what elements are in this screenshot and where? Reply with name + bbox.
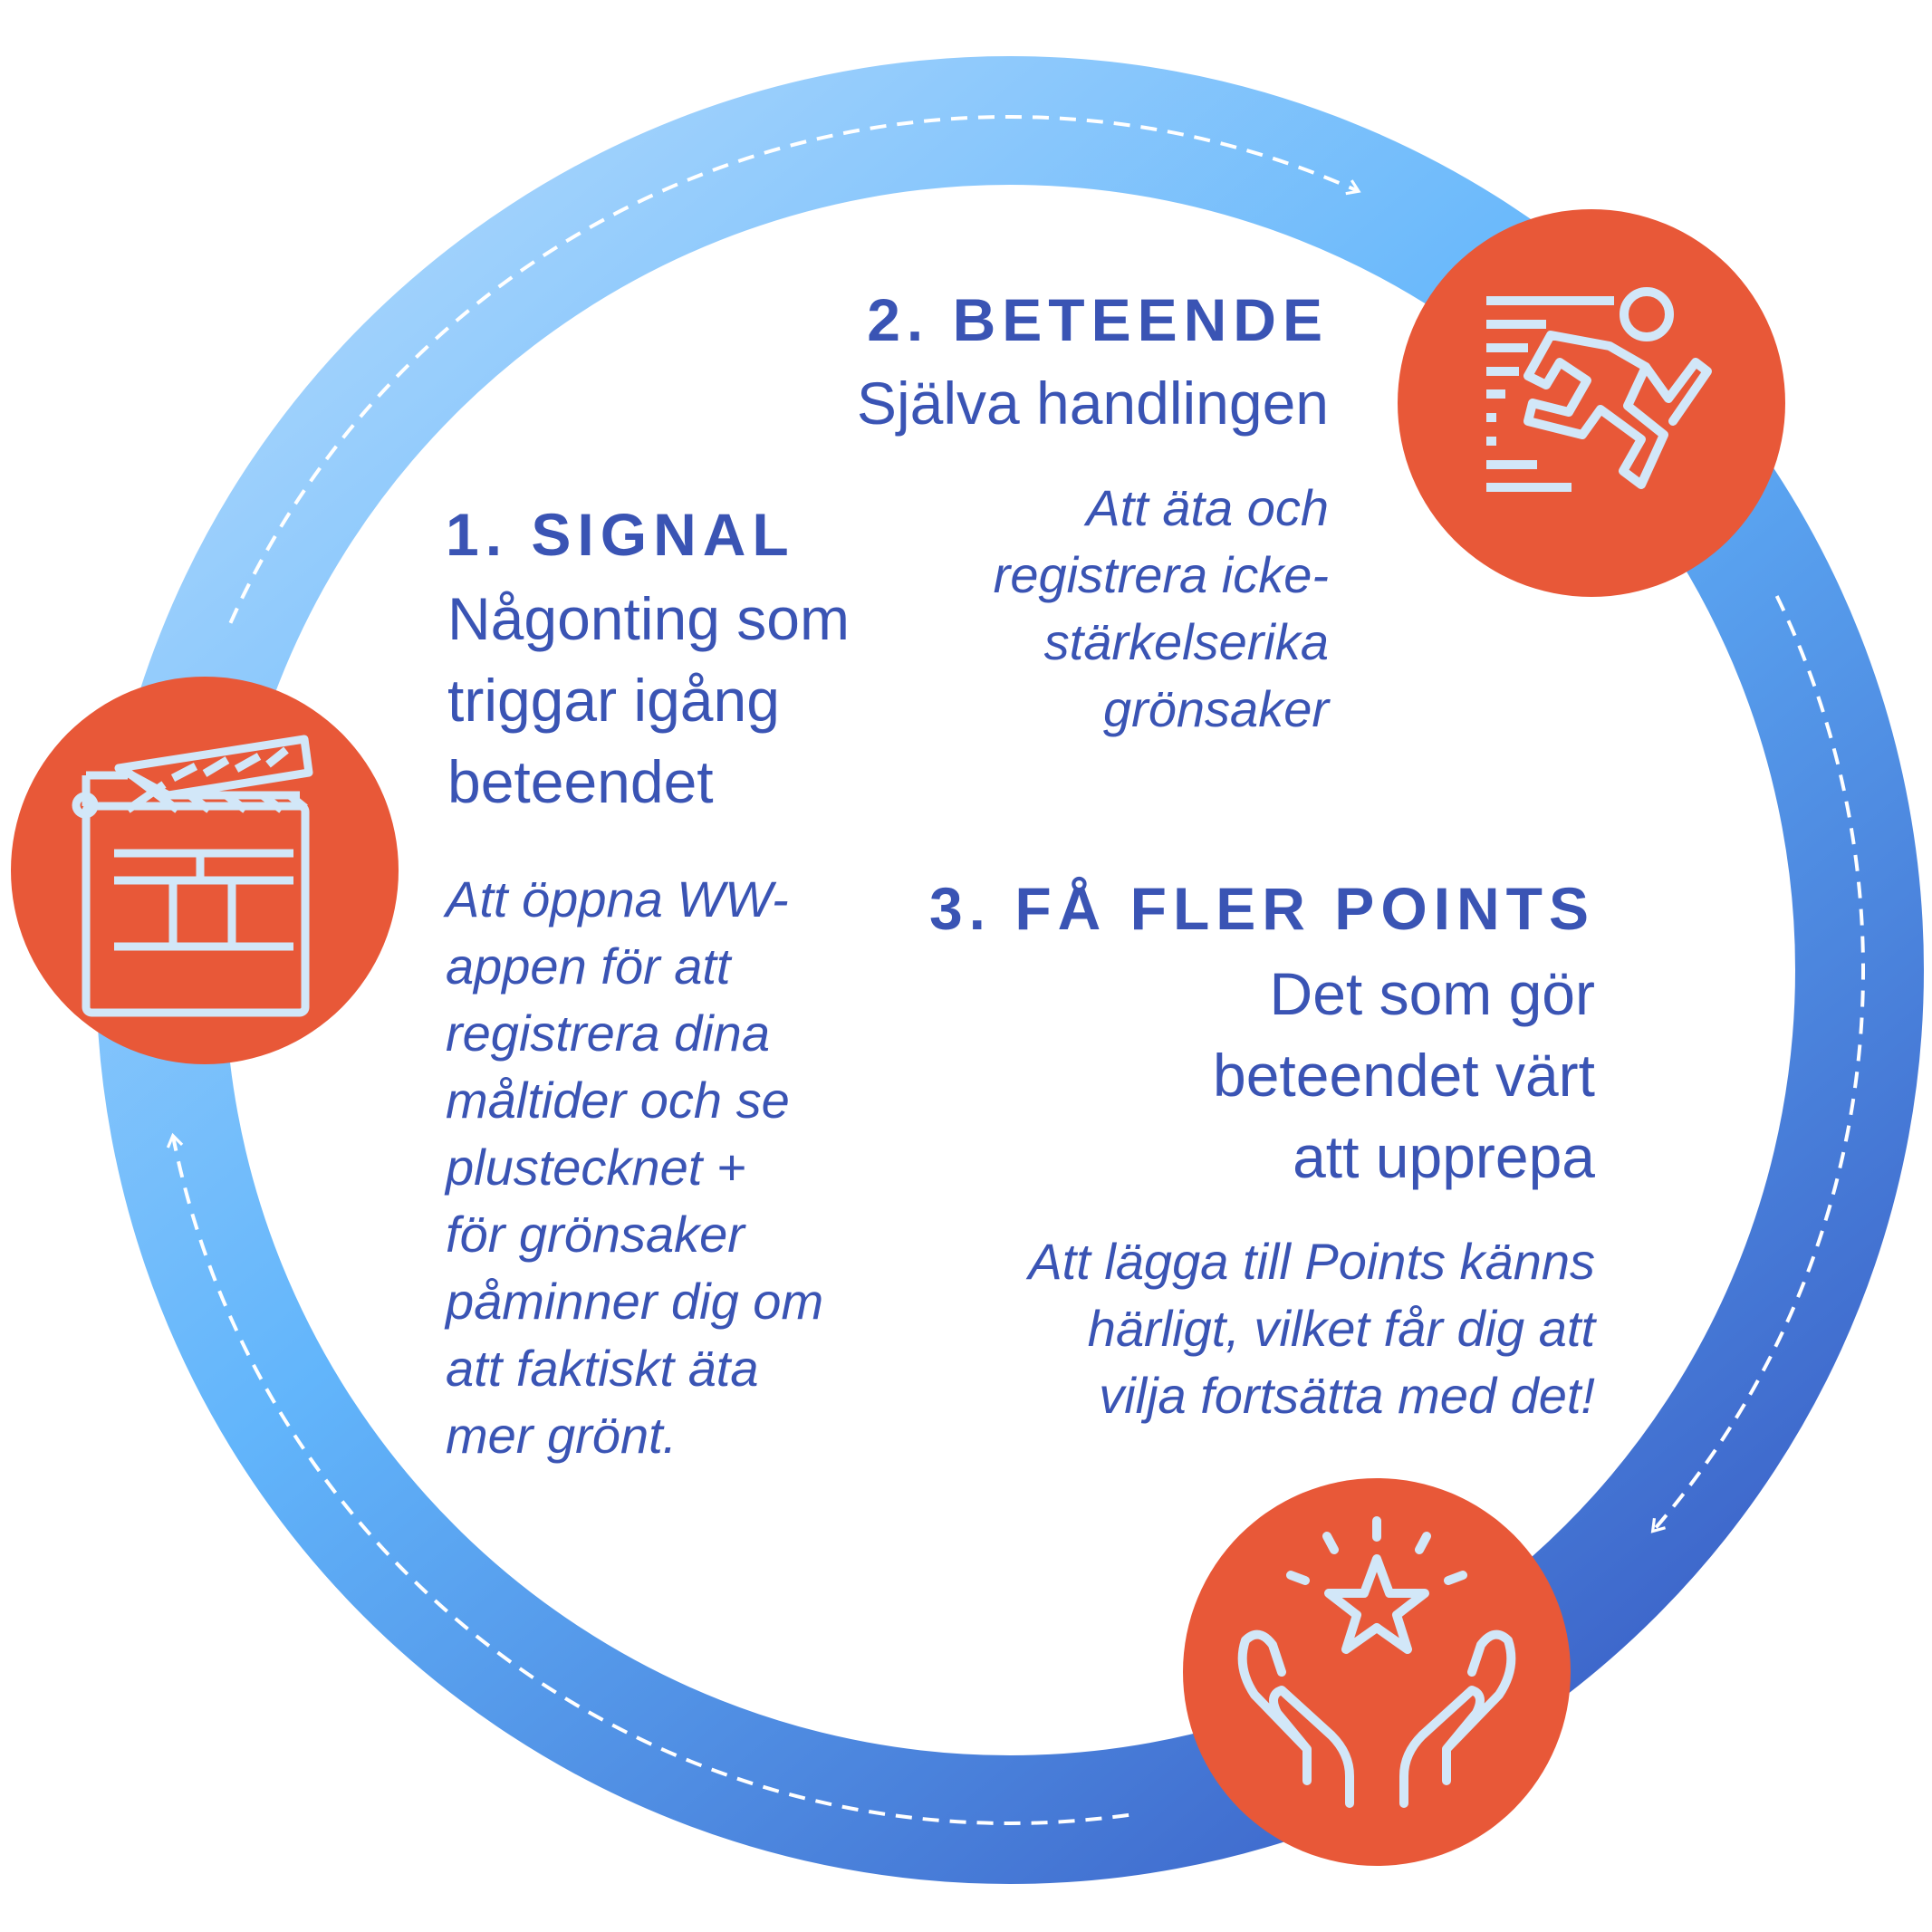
example-line: registrera dina	[446, 1004, 770, 1062]
step-2-line: Själva handlingen	[856, 370, 1329, 437]
example-line: Att äta och	[1086, 479, 1329, 536]
step-3-heading: 3. FÅ FLER POINTS	[928, 875, 1595, 942]
clapperboard-icon	[11, 677, 399, 1064]
example-line: registrera icke-	[993, 546, 1329, 603]
step-3-line: Det som gör	[1269, 960, 1595, 1027]
step-3-line: att upprepa	[1293, 1123, 1595, 1190]
step-1-line: beteendet	[447, 748, 714, 815]
example-line: appen för att	[446, 937, 731, 995]
dashed-arrow-3	[166, 1132, 1129, 1825]
example-line: att faktiskt äta	[446, 1340, 759, 1397]
example-line: mer grönt.	[446, 1407, 678, 1464]
step-3-description: Det som gör beteendet värt att upprepa	[1213, 953, 1595, 1197]
example-line: Att öppna WW-	[446, 870, 789, 928]
step-1-line: Någonting som	[447, 585, 850, 652]
step-3-example: Att lägga till Points känns härligt, vil…	[1028, 1228, 1595, 1429]
hands-star-icon	[1183, 1478, 1571, 1866]
step-2-example: Att äta och registrera icke- stärkelseri…	[994, 475, 1329, 743]
step-1-description: Någonting som triggar igång beteendet	[447, 578, 850, 822]
example-line: påminner dig om	[446, 1273, 824, 1330]
step-3-line: beteendet värt	[1213, 1042, 1595, 1109]
example-line: stärkelserika	[1043, 613, 1329, 670]
step-1-line: triggar igång	[447, 667, 780, 734]
running-person-icon	[1398, 209, 1785, 597]
example-line: grönsaker	[1102, 680, 1329, 737]
example-line: måltider och se	[446, 1072, 790, 1129]
step-2-heading: 2. BETEENDE	[867, 286, 1329, 353]
example-line: vilja fortsätta med det!	[1099, 1367, 1595, 1424]
dashed-arrow-2	[1650, 595, 1865, 1533]
example-line: för grönsaker	[446, 1206, 745, 1263]
step-1-example: Att öppna WW- appen för att registrera d…	[446, 866, 823, 1469]
example-line: härligt, vilket får dig att	[1087, 1300, 1595, 1357]
step-1-heading: 1. SIGNAL	[446, 501, 795, 568]
example-line: Att lägga till Points känns	[1028, 1233, 1595, 1290]
step-2-description: Själva handlingen	[857, 362, 1329, 444]
example-line: plustecknet +	[446, 1139, 746, 1196]
